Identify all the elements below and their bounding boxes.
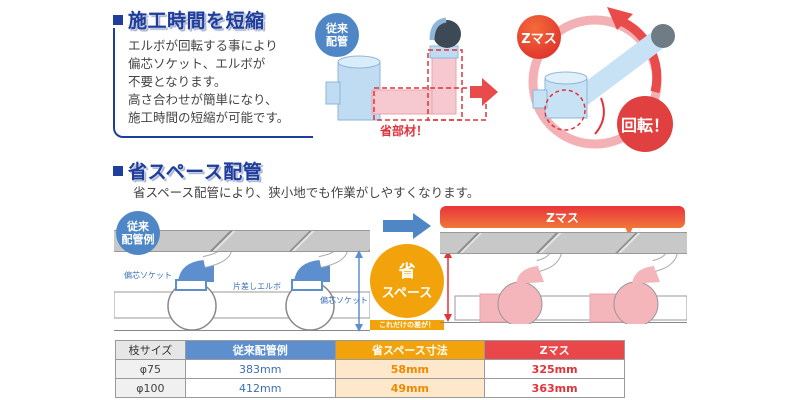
conventional-piping-diagram	[114, 252, 370, 331]
zmasu-rotation-illustration	[528, 7, 675, 149]
comparison-arrow-icon	[383, 213, 431, 239]
single-elbow-label: 片差しエルボ	[233, 282, 281, 291]
header-space-saving: 省スペース寸法	[334, 340, 486, 360]
comparison-table: 枝サイズ 従来配管例 省スペース寸法 Zマス φ75 383mm 58mm 32…	[115, 340, 625, 398]
table-header-row: 枝サイズ 従来配管例 省スペース寸法 Zマス	[115, 340, 625, 360]
rotate-badge: 回転！	[617, 96, 673, 152]
eccentric-socket-label-right: 偏芯ソケット	[320, 296, 368, 305]
floor-line-right	[440, 322, 687, 323]
cell-conventional: 412mm	[184, 378, 336, 398]
cell-zmasu: 363mm	[484, 378, 625, 398]
description-bracket	[113, 28, 313, 138]
header-conventional: 従来配管例	[184, 340, 336, 360]
cell-space-saving: 58mm	[334, 359, 486, 379]
difference-label: これだけの差が！	[370, 320, 444, 330]
section-title-space-saving: 省スペース配管	[113, 157, 262, 184]
zmasu-badge: Zマス	[517, 15, 561, 59]
space-saving-badge: 省 スペース	[370, 244, 444, 318]
ceiling-right	[440, 232, 687, 254]
height-comparison-arrows	[355, 250, 452, 332]
header-branch-size: 枝サイズ	[115, 340, 186, 360]
space-saving-description: 省スペース配管により、狭小地でも作業がしやすくなります。	[133, 185, 480, 200]
zmasu-piping-diagram	[454, 254, 687, 324]
construction-time-description: エルボが回転する事により 偏芯ソケット、エルボが 不要となります。 高さ合わせが…	[128, 38, 290, 125]
cell-zmasu: 325mm	[484, 359, 625, 379]
cell-conventional: 383mm	[184, 359, 336, 379]
square-bullet-icon	[113, 14, 123, 25]
table-row: φ100 412mm 49mm 363mm	[115, 378, 625, 398]
square-bullet-icon	[113, 165, 123, 176]
zmasu-banner: Zマス	[440, 206, 685, 236]
ceiling-left	[114, 230, 370, 252]
section-title-construction-time: 施工時間を短縮	[113, 6, 265, 33]
header-zmasu: Zマス	[484, 340, 625, 360]
cell-size: φ100	[115, 378, 186, 398]
floor-line-left	[114, 330, 370, 331]
cell-size: φ75	[115, 359, 186, 379]
conventional-piping-badge: 従来 配管	[315, 13, 359, 57]
conventional-piping-illustration	[325, 17, 498, 121]
table-row: φ75 383mm 58mm 325mm	[115, 359, 625, 379]
cell-space-saving: 49mm	[334, 378, 486, 398]
banner-pointer	[625, 227, 633, 236]
saved-material-label: 省部材！	[380, 124, 429, 138]
conventional-example-badge: 従来 配管例	[116, 211, 160, 255]
eccentric-socket-label-left: 偏芯ソケット	[124, 271, 172, 280]
